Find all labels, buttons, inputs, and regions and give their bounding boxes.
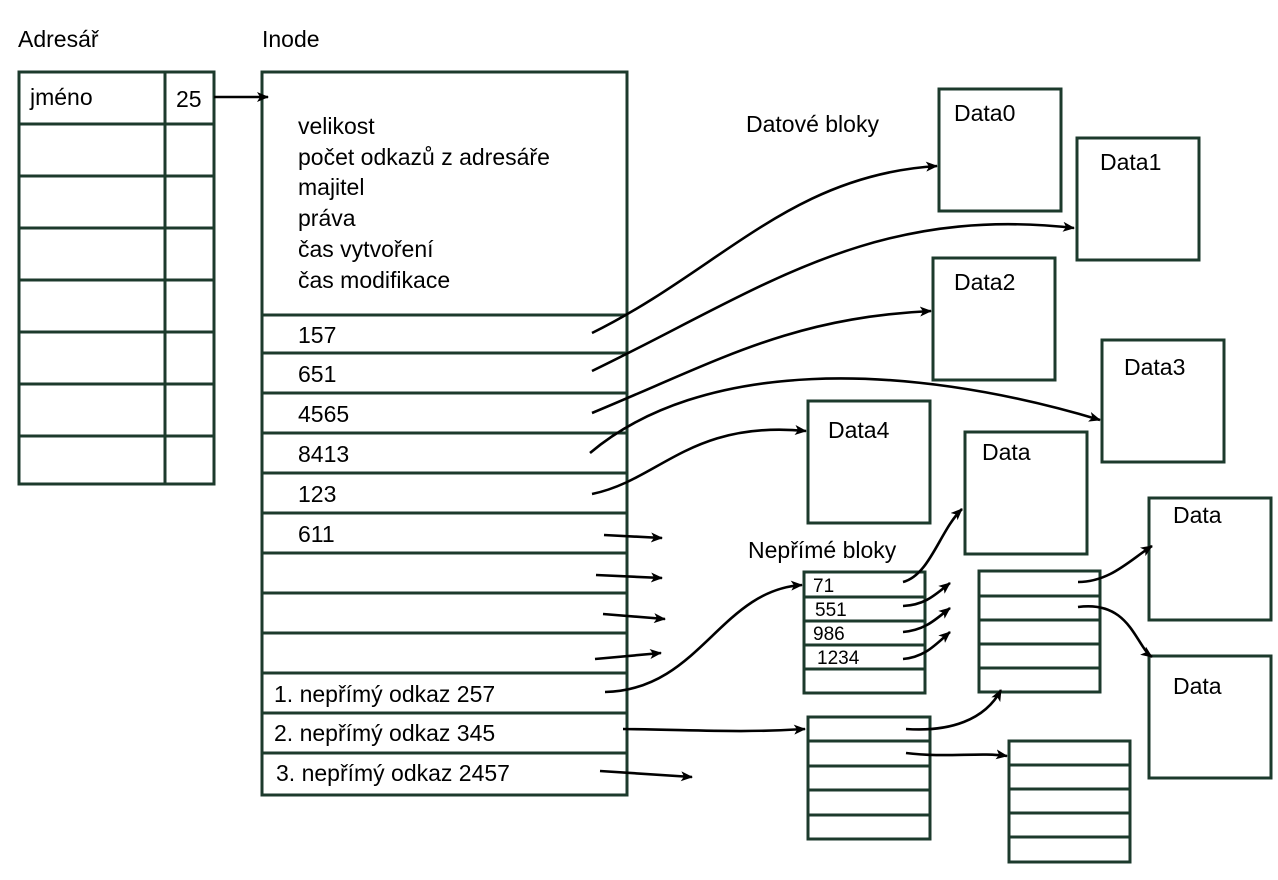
inode-attr-owner: majitel [298,174,364,200]
data-block-3-label: Data3 [1124,354,1185,380]
arrow-double-to-block3 [905,749,1008,760]
arrow-indirect3-stub [599,769,693,782]
data-block-6: Data [1147,496,1273,622]
arrow-double-to-block2 [905,689,1003,731]
data-block-5-label: Data [982,439,1031,465]
indirect-block-2 [977,569,1102,694]
directory-title: Adresář [18,26,100,52]
data-block-3: Data3 [1100,338,1226,464]
arrows [214,92,1153,782]
arrow-1234-stub [902,631,951,661]
indirect-entry-3: 1234 [817,648,860,669]
arrow-986-stub [902,606,951,634]
indirect-entry-1: 551 [815,600,847,621]
data-block-2: Data2 [931,256,1057,382]
direct-block-0: 157 [298,322,336,348]
data-block-1: Data1 [1075,136,1201,262]
data-block-7-label: Data [1173,673,1222,699]
arrow-row7-stub [595,572,663,583]
direct-block-3: 8413 [298,441,349,467]
inode-title: Inode [262,26,320,52]
data-block-7: Data [1147,654,1273,780]
directory-entry-inode: 25 [176,86,202,112]
data-block-4-label: Data4 [828,417,890,443]
indirect-link-2: 2. nepřímý odkaz 345 [274,720,495,746]
inode-attr-modified: čas modifikace [298,267,450,293]
arrow-row9-stub [594,649,662,661]
data-block-0-label: Data0 [954,100,1015,126]
arrow-8413-data3 [589,377,1101,454]
arrow-651-data1 [591,221,1075,373]
inode-table: velikost počet odkazů z adresáře majitel… [260,70,629,797]
data-blocks-title: Datové bloky [746,111,879,137]
inode-attr-size: velikost [298,113,375,139]
directory-frame [17,70,216,486]
direct-block-4: 123 [298,481,336,507]
indirect-blocks-title: Nepřímé bloky [748,537,897,563]
arrow-157-data0 [591,161,938,335]
data-block-6-label: Data [1173,502,1222,528]
inode-attr-permissions: práva [298,205,356,231]
data-block-5: Data [963,430,1089,556]
indirect-block-3 [1007,739,1132,864]
arrow-row8-stub [602,612,666,624]
data-block-2-label: Data2 [954,269,1015,295]
arrow-block2-data-upper [1077,544,1153,584]
arrow-551-stub [902,581,951,608]
arrow-block2-data-lower [1077,605,1153,659]
direct-block-5: 611 [298,521,335,547]
indirect-entry-2: 986 [813,624,845,645]
indirect-link-3: 3. nepřímý odkaz 2457 [276,760,510,786]
direct-block-1: 651 [298,361,336,387]
indirect-link-1: 1. nepřímý odkaz 257 [274,681,495,707]
arrow-4565-data2 [591,306,932,415]
direct-block-2: 4565 [298,401,349,427]
indirect-block-1: 71 551 986 1234 [802,570,927,695]
double-indirect-block [806,715,932,841]
arrow-71-data [902,508,963,584]
arrow-611-stub [603,532,663,543]
arrow-123-data4 [591,424,807,496]
data-block-0: Data0 [937,87,1063,213]
directory-table: jméno 25 [17,70,216,486]
arrow-indirect1-block [604,580,803,694]
directory-entry-name: jméno [29,84,93,110]
indirect-entry-0: 71 [813,576,834,597]
arrow-indirect2-block [622,724,806,735]
inode-attr-link-count: počet odkazů z adresáře [298,144,550,170]
data-block-4: Data4 [806,399,932,525]
data-block-1-label: Data1 [1100,149,1161,175]
inode-attr-created: čas vytvoření [298,236,434,262]
